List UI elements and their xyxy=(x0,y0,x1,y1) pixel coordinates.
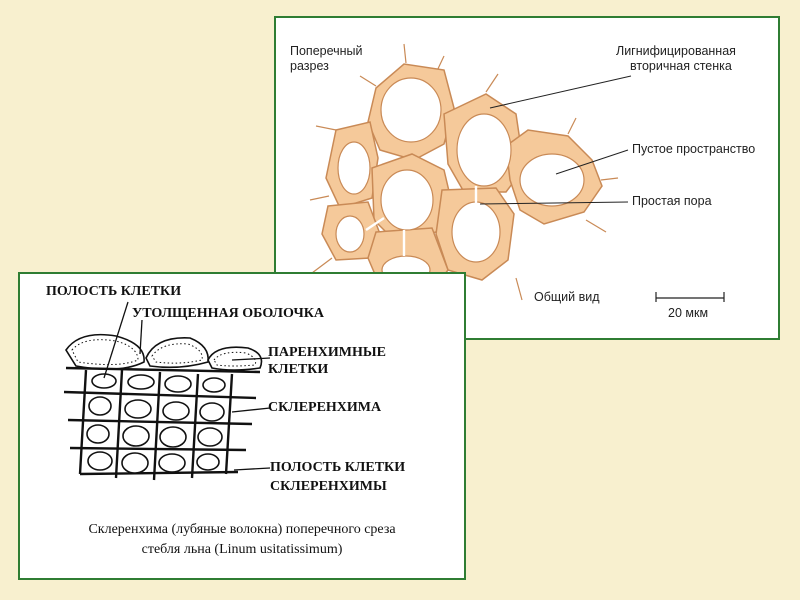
label-thick-wall: УТОЛЩЕННАЯ ОБОЛОЧКА xyxy=(132,306,325,321)
label-cross-section-line1: Поперечный xyxy=(290,44,363,58)
wall-spikes xyxy=(309,43,619,301)
sclerenchyma-lumens xyxy=(86,373,226,474)
label-sclerenchyma: СКЛЕРЕНХИМА xyxy=(268,400,382,415)
flax-stem-panel: ПОЛОСТЬ КЛЕТКИ УТОЛЩЕННАЯ ОБОЛОЧКА ПАРЕН… xyxy=(18,272,466,580)
label-empty-space: Пустое пространство xyxy=(632,142,756,156)
caption: Склеренхима (лубяные волокна) поперечног… xyxy=(20,520,464,560)
fiber-cross-section-drawing xyxy=(309,43,725,302)
label-cross-section: Поперечный разрез xyxy=(290,44,363,74)
scale-bar xyxy=(655,292,725,302)
label-parenchyma-line2: КЛЕТКИ xyxy=(268,362,329,377)
label-general-view: Общий вид xyxy=(534,290,600,304)
label-simple-pore: Простая пора xyxy=(632,194,712,208)
label-scl-cavity-line2: СКЛЕРЕНХИМЫ xyxy=(270,479,387,494)
label-scale: 20 мкм xyxy=(668,306,709,320)
parenchyma-dots xyxy=(71,339,257,367)
simple-pores xyxy=(365,186,478,256)
label-parenchyma: ПАРЕНХИМНЫЕ КЛЕТКИ xyxy=(268,344,386,378)
label-lignified-line1: Лигнифицированная xyxy=(616,44,736,58)
label-sclerenchyma-cavity: ПОЛОСТЬ КЛЕТКИ СКЛЕРЕНХИМЫ xyxy=(270,458,405,496)
label-lignified-wall: Лигнифицированная вторичная стенка xyxy=(616,44,736,74)
caption-line2: стебля льна (Linum usitatissimum) xyxy=(141,542,343,557)
sclerenchyma-network xyxy=(63,366,261,481)
caption-line1: Склеренхима (лубяные волокна) поперечног… xyxy=(88,522,396,537)
label-cell-cavity: ПОЛОСТЬ КЛЕТКИ xyxy=(46,284,182,299)
label-leaders xyxy=(479,75,632,205)
label-parenchyma-line1: ПАРЕНХИМНЫЕ xyxy=(268,345,386,360)
bottom-leaders xyxy=(103,301,271,471)
label-lignified-line2: вторичная стенка xyxy=(630,59,732,73)
label-cross-section-line2: разрез xyxy=(290,59,329,73)
cell-lumens xyxy=(335,77,585,285)
flax-sclerenchyma-drawing xyxy=(63,301,271,481)
label-scl-cavity-line1: ПОЛОСТЬ КЛЕТКИ xyxy=(270,460,406,475)
